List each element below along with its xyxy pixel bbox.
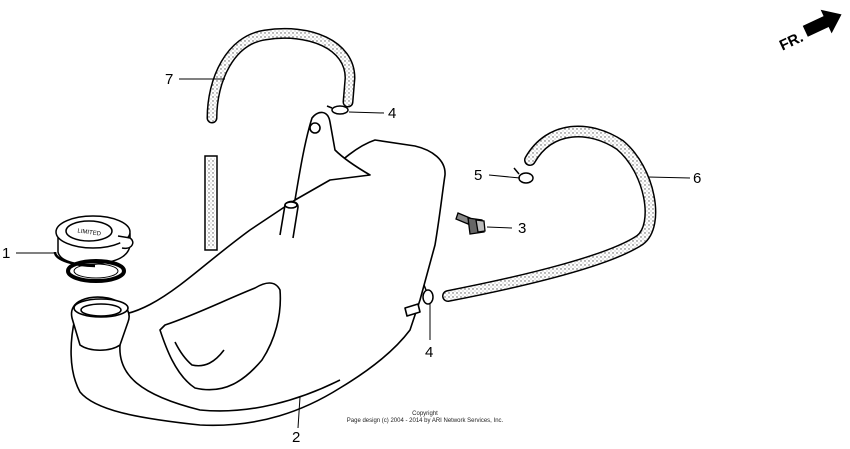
fuel-tank xyxy=(70,111,446,427)
callout-1: 1 xyxy=(2,245,10,262)
callout-4-lower: 4 xyxy=(425,344,433,361)
front-direction-arrow-icon xyxy=(802,9,842,37)
hose-clip-4-upper xyxy=(326,105,349,115)
callout-labels: 1 2 3 4 4 5 6 7 xyxy=(2,71,701,446)
copyright-line-1: Copyright xyxy=(412,411,438,417)
callout-7: 7 xyxy=(165,71,173,88)
front-direction-label: FR. xyxy=(777,29,806,55)
hose-clip-4-lower xyxy=(422,284,434,305)
callout-6: 6 xyxy=(693,170,701,187)
breather-hose xyxy=(204,27,356,251)
tank-cap: LIMITED xyxy=(53,215,134,268)
callout-4-upper: 4 xyxy=(388,105,396,122)
cap-gasket xyxy=(66,259,126,283)
fuel-hose xyxy=(442,125,657,302)
front-direction-indicator: FR. xyxy=(777,9,842,55)
hose-clip-5 xyxy=(513,167,534,184)
callout-5: 5 xyxy=(474,167,482,184)
leader-lines xyxy=(16,78,691,429)
tank-cap-text: LIMITED xyxy=(77,228,102,237)
callout-3: 3 xyxy=(518,220,526,237)
bolt xyxy=(455,212,486,235)
copyright-notice: Copyright Page design (c) 2004 - 2014 by… xyxy=(300,411,550,425)
copyright-line-2: Page design (c) 2004 - 2014 by ARI Netwo… xyxy=(346,418,504,424)
callout-2: 2 xyxy=(292,429,300,446)
